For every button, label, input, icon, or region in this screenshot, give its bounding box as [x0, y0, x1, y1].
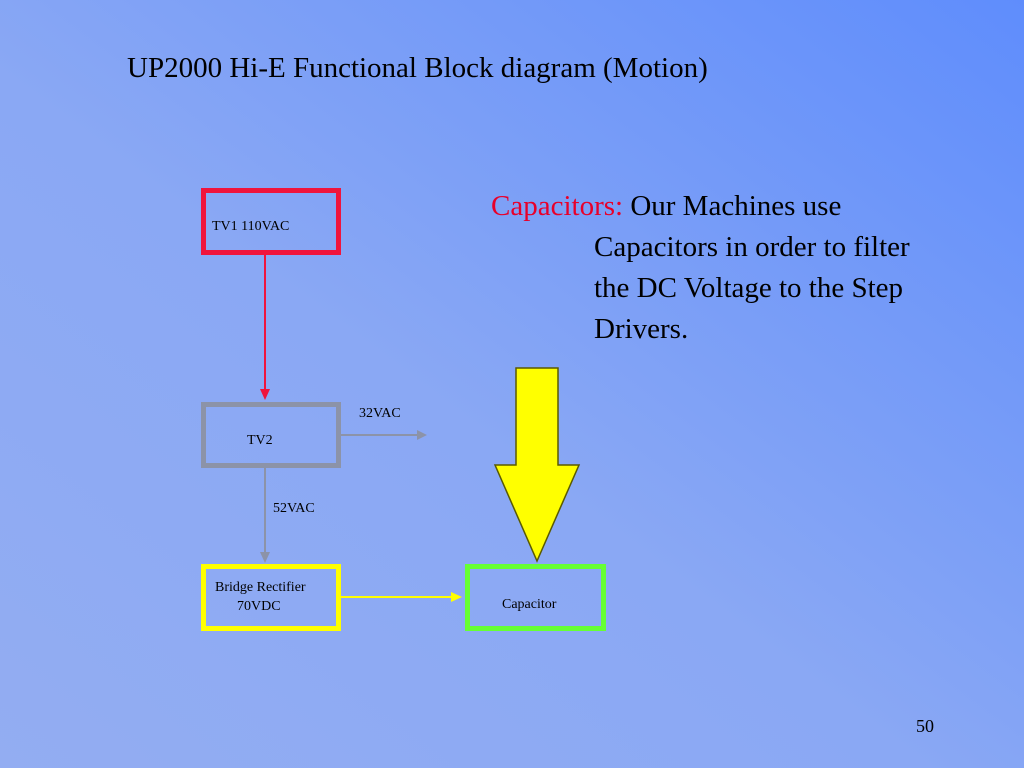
arrow-tv1-to-tv2	[260, 255, 270, 400]
tv1-label: TV1 110VAC	[212, 219, 290, 234]
tv2-label: TV2	[247, 433, 273, 448]
description-line-3: the DC Voltage to the Step	[594, 272, 904, 304]
slide-title: UP2000 Hi-E Functional Block diagram (Mo…	[127, 52, 708, 84]
page-number: 50	[916, 716, 934, 736]
capacitors-description: Capacitors: Our Machines use Capacitors …	[491, 186, 991, 350]
description-first-line: Capacitors: Our Machines use	[491, 186, 991, 227]
arrow-tv2-output	[341, 430, 427, 440]
tv1-block	[201, 188, 341, 255]
pointer-arrow	[493, 367, 581, 563]
description-line-2: Capacitors in order to filter	[594, 231, 910, 263]
capacitor-block	[465, 564, 606, 631]
description-line-1: Our Machines use	[630, 190, 842, 222]
tv2-block	[201, 402, 341, 468]
description-heading: Capacitors:	[491, 190, 624, 222]
bridge-rectifier-label: Bridge Rectifier	[215, 580, 306, 595]
arrow-tv2-to-rectifier	[260, 468, 270, 563]
tv2-output-voltage-label: 32VAC	[359, 406, 401, 421]
capacitor-label: Capacitor	[502, 597, 557, 612]
tv2-to-rectifier-voltage-label: 52VAC	[273, 501, 315, 516]
bridge-rectifier-block	[201, 564, 341, 631]
description-line-4: Drivers.	[594, 313, 689, 345]
arrow-rectifier-to-capacitor	[341, 592, 462, 602]
bridge-rectifier-voltage-label: 70VDC	[237, 599, 281, 614]
